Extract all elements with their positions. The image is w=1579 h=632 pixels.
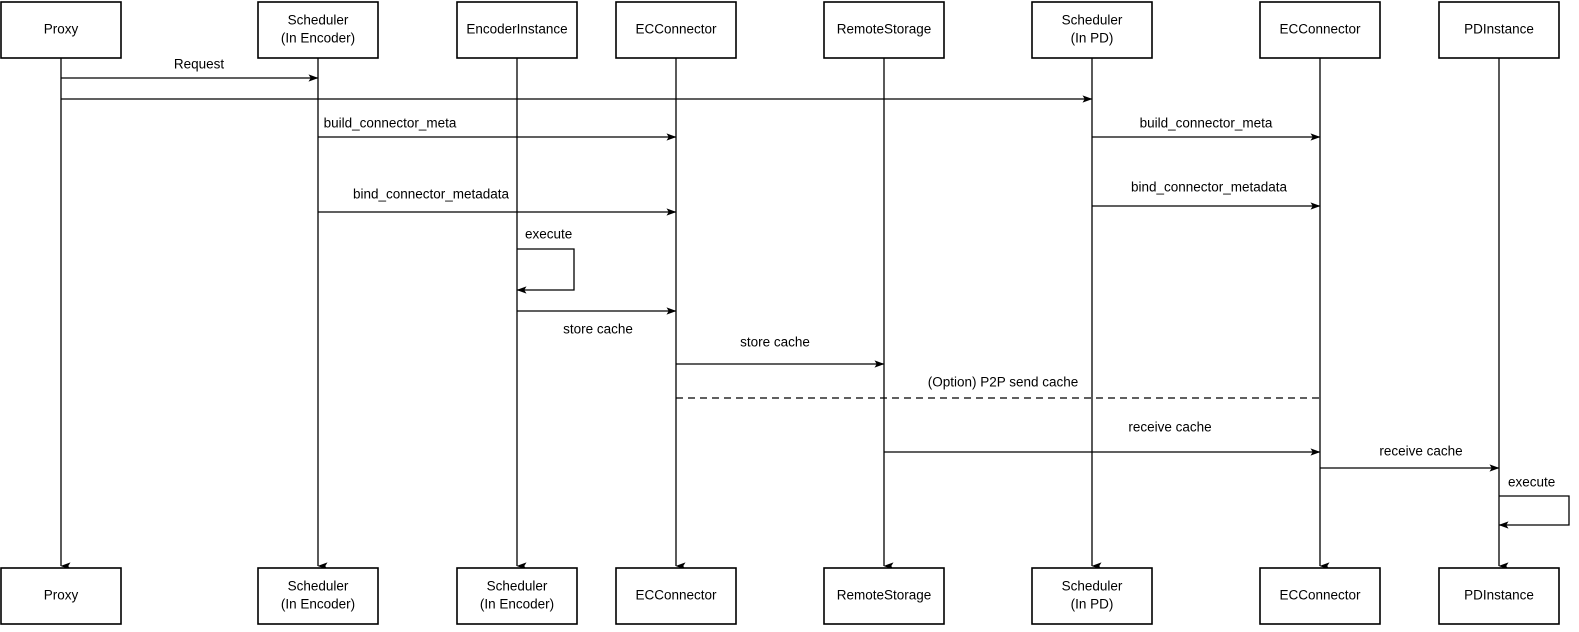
participant-box-rect <box>1259 567 1381 625</box>
message-m7[interactable]: store cache <box>517 307 677 337</box>
participant-label: Proxy <box>44 22 79 37</box>
participant-box-rect <box>823 1 945 59</box>
message-m10[interactable]: receive cache <box>884 420 1321 456</box>
participant-label: ECConnector <box>635 588 717 603</box>
participant-label: PDInstance <box>1464 22 1534 37</box>
bottom-participant-scheduler-encoder[interactable]: Scheduler (In Encoder) <box>257 567 379 625</box>
participant-box-rect <box>1438 567 1560 625</box>
self-message-path-s2 <box>1498 495 1570 529</box>
participant-box-rect <box>1438 1 1560 59</box>
top-participant-ecconnector-left[interactable]: ECConnector <box>615 1 737 59</box>
participant-label: RemoteStorage <box>837 22 932 37</box>
message-label-m9: (Option) P2P send cache <box>928 375 1079 390</box>
participant-box-rect <box>615 567 737 625</box>
participant-label: RemoteStorage <box>837 588 932 603</box>
message-m5[interactable]: bind_connector_metadata <box>318 187 677 216</box>
messages-layer: Request build_connector_meta build_connect… <box>61 57 1570 529</box>
self-message-label-s2: execute <box>1508 475 1555 490</box>
participant-box-rect <box>1031 567 1153 625</box>
top-participant-encoder-instance[interactable]: EncoderInstance <box>456 1 578 59</box>
message-label-m6: bind_connector_metadata <box>1131 180 1288 195</box>
participant-label-line2: (In Encoder) <box>281 31 355 46</box>
participant-label-line2: (In PD) <box>1071 31 1114 46</box>
participant-label: ECConnector <box>1279 22 1361 37</box>
participant-box-rect <box>615 1 737 59</box>
participant-label-line2: (In Encoder) <box>480 597 554 612</box>
lifelines-layer <box>60 58 1509 570</box>
participant-box-rect <box>0 567 122 625</box>
bottom-participant-remote-storage[interactable]: RemoteStorage <box>823 567 945 625</box>
top-participant-remote-storage[interactable]: RemoteStorage <box>823 1 945 59</box>
message-m3[interactable]: build_connector_meta <box>318 116 677 141</box>
message-label-m10: receive cache <box>1128 420 1211 435</box>
message-m4[interactable]: build_connector_meta <box>1092 116 1321 141</box>
message-label-m5: bind_connector_metadata <box>353 187 510 202</box>
participant-label-line1: Scheduler <box>487 579 548 594</box>
self-message-path-s1 <box>516 248 575 294</box>
participant-label: EncoderInstance <box>466 22 567 37</box>
bottom-participant-pd-instance[interactable]: PDInstance <box>1438 567 1560 625</box>
participant-label-line1: Scheduler <box>1062 579 1123 594</box>
participant-box-rect <box>257 1 379 59</box>
participant-box-rect <box>456 1 578 59</box>
top-participant-boxes: Proxy Scheduler (In Encoder) EncoderInstanc… <box>0 1 1560 59</box>
self-message-s2[interactable]: execute <box>1498 475 1570 529</box>
bottom-participant-scheduler-pd[interactable]: Scheduler (In PD) <box>1031 567 1153 625</box>
message-label-m8: store cache <box>740 335 810 350</box>
self-message-label-s1: execute <box>525 227 572 242</box>
bottom-participant-ecconnector-right[interactable]: ECConnector <box>1259 567 1381 625</box>
message-m6[interactable]: bind_connector_metadata <box>1092 180 1321 210</box>
participant-label: ECConnector <box>635 22 717 37</box>
bottom-participant-ecconnector-left[interactable]: ECConnector <box>615 567 737 625</box>
message-label-m1: Request <box>174 57 225 72</box>
message-label-m4: build_connector_meta <box>1140 116 1273 131</box>
message-m1[interactable]: Request <box>61 57 319 82</box>
participant-label-line1: Scheduler <box>288 13 349 28</box>
participant-label: Proxy <box>44 588 79 603</box>
participant-box-rect <box>1259 1 1381 59</box>
participant-box-rect <box>257 567 379 625</box>
message-label-m7: store cache <box>563 322 633 337</box>
top-participant-ecconnector-right[interactable]: ECConnector <box>1259 1 1381 59</box>
message-m11[interactable]: receive cache <box>1320 444 1500 472</box>
self-message-s1[interactable]: execute <box>516 227 575 294</box>
participant-label-line2: (In PD) <box>1071 597 1114 612</box>
participant-label: ECConnector <box>1279 588 1361 603</box>
participant-label: PDInstance <box>1464 588 1534 603</box>
participant-label-line1: Scheduler <box>1062 13 1123 28</box>
message-label-m3: build_connector_meta <box>324 116 457 131</box>
message-m9[interactable]: (Option) P2P send cache <box>676 375 1320 399</box>
top-participant-scheduler-encoder[interactable]: Scheduler (In Encoder) <box>257 1 379 59</box>
participant-box-rect <box>823 567 945 625</box>
message-label-m11: receive cache <box>1379 444 1462 459</box>
top-participant-proxy[interactable]: Proxy <box>0 1 122 59</box>
bottom-participant-proxy[interactable]: Proxy <box>0 567 122 625</box>
bottom-participant-boxes: Proxy Scheduler (In Encoder) Scheduler (In E… <box>0 567 1560 625</box>
participant-box-rect <box>456 567 578 625</box>
top-participant-scheduler-pd[interactable]: Scheduler (In PD) <box>1031 1 1153 59</box>
top-participant-pd-instance[interactable]: PDInstance <box>1438 1 1560 59</box>
participant-label-line1: Scheduler <box>288 579 349 594</box>
bottom-participant-encoder-instance[interactable]: Scheduler (In Encoder) <box>456 567 578 625</box>
participant-box-rect <box>1031 1 1153 59</box>
participant-box-rect <box>0 1 122 59</box>
participant-label-line2: (In Encoder) <box>281 597 355 612</box>
message-m8[interactable]: store cache <box>676 335 885 368</box>
